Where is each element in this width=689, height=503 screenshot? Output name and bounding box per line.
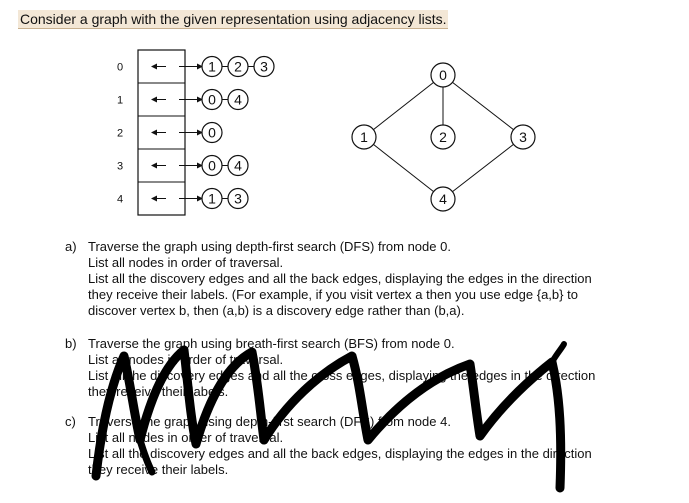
graph-edge	[442, 136, 524, 200]
list-node	[227, 88, 249, 111]
graph-node-label: 0	[439, 67, 447, 83]
array-index: 2	[117, 128, 123, 140]
question-line: discover vertex b, then (a,b) is a disco…	[88, 303, 465, 318]
list-node-label: 4	[234, 158, 242, 174]
question-label: b)	[65, 336, 77, 351]
graph-node	[430, 124, 456, 150]
graph-node-label: 3	[519, 129, 527, 145]
list-node-label: 0	[208, 92, 216, 108]
list-node-label: 1	[208, 191, 216, 207]
list-node	[201, 121, 223, 144]
list-node	[227, 154, 249, 177]
question-line: List all nodes in order of traversal.	[88, 352, 284, 367]
question-line: Traverse the graph using breath-first se…	[88, 336, 455, 351]
list-node	[253, 55, 275, 78]
graph-node	[430, 62, 456, 88]
list-node-label: 3	[260, 59, 268, 75]
graph-edge	[363, 136, 444, 200]
list-node-label: 1	[208, 59, 216, 75]
question-label: a)	[65, 239, 77, 254]
question-line: List all nodes in order of traversal.	[88, 255, 284, 270]
question-line: List all nodes in order of traversal.	[88, 430, 284, 445]
array-index: 3	[117, 161, 123, 173]
list-node-label: 0	[208, 125, 216, 141]
list-node-label: 4	[234, 92, 242, 108]
graph-node-label: 2	[439, 129, 447, 145]
adjacency-list: 0 1 2 3 1 0 4 2 0 3 0 4 4 1 3	[117, 49, 275, 216]
list-node	[227, 187, 249, 210]
question-b: b) Traverse the graph using breath-first…	[65, 336, 665, 404]
list-node-label: 0	[208, 158, 216, 174]
question-line: they receive their labels. (For example,…	[88, 287, 578, 302]
graph-edge	[363, 74, 444, 138]
graph-node	[430, 186, 456, 212]
list-node-label: 3	[234, 191, 242, 207]
graph-diagram: 0 1 2 3 4	[351, 62, 536, 212]
graph-node	[351, 124, 377, 150]
question-a: a) Traverse the graph using depth-first …	[65, 239, 665, 324]
array-index: 1	[117, 95, 123, 107]
array-index: 0	[117, 62, 123, 74]
question-line: Traverse the graph using depth-first sea…	[88, 414, 451, 429]
graph-node-label: 4	[439, 191, 447, 207]
question-line: they receive their labels.	[88, 384, 229, 399]
question-line: List all the discovery edges and all the…	[88, 271, 592, 286]
question-label: c)	[65, 414, 76, 429]
question-line: List all the discovery edges and all the…	[88, 368, 596, 383]
page-title: Consider a graph with the given represen…	[18, 10, 449, 29]
graph-node-label: 1	[360, 129, 368, 145]
question-c: c) Traverse the graph using depth-first …	[65, 414, 665, 482]
list-node-label: 2	[234, 59, 242, 75]
graph-node	[510, 124, 536, 150]
graph-edge	[442, 74, 524, 138]
array-index: 4	[117, 194, 123, 206]
question-line: List all the discovery edges and all the…	[88, 446, 592, 461]
question-line: Traverse the graph using depth-first sea…	[88, 239, 451, 254]
figure: 0 1 2 3 1 0 4 2 0 3 0 4 4 1 3 0 1 2 3 4	[117, 49, 536, 216]
question-line: they receive their labels.	[88, 462, 229, 477]
